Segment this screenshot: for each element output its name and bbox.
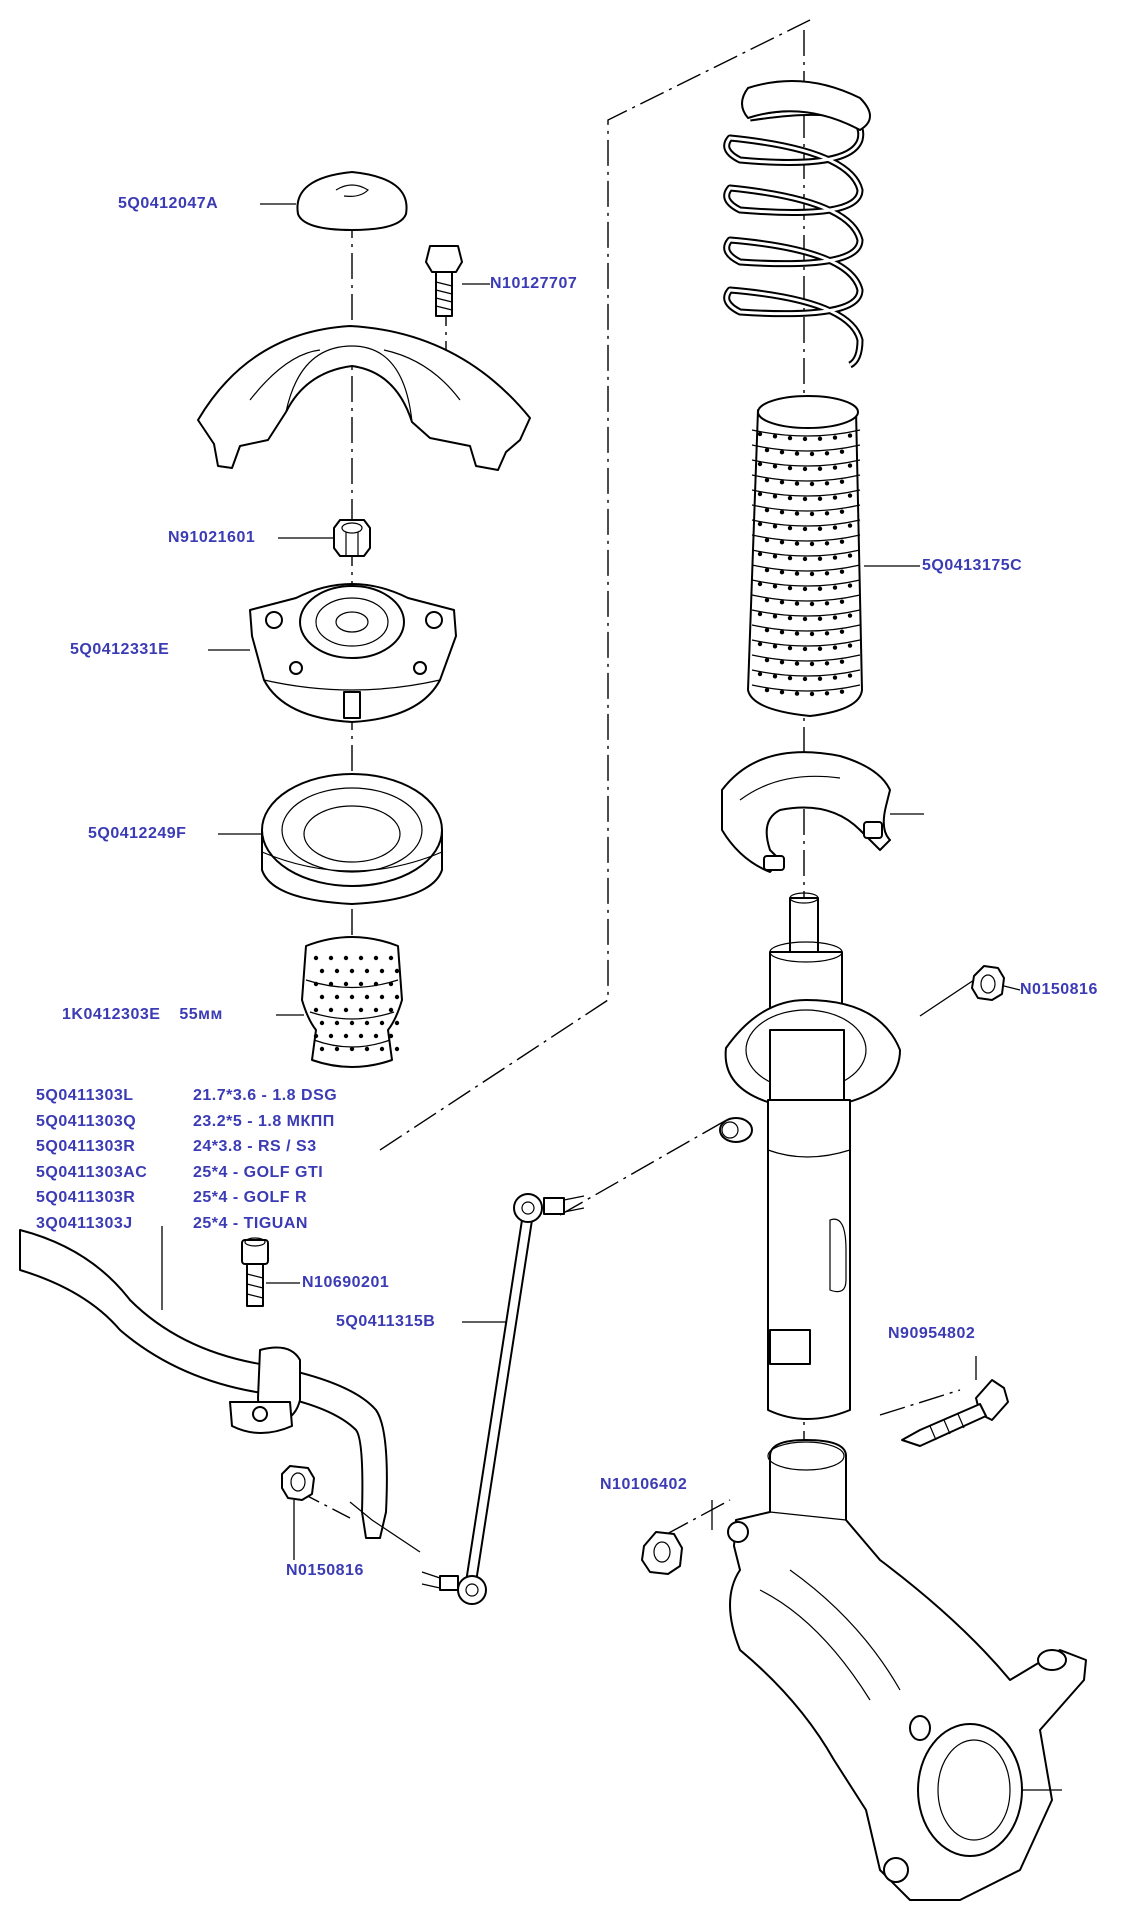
label-top-cap: 5Q0412047A [118, 195, 219, 212]
label-link-rod: 5Q0411315B [336, 1313, 436, 1330]
bearing-part [261, 773, 443, 905]
dust-boot-part [747, 395, 863, 717]
label-bolt-clamp: N10690201 [302, 1274, 390, 1291]
option-spec: 25*4 - GOLF GTI [193, 1163, 324, 1181]
label-dust-boot: 5Q0413175C [922, 557, 1023, 574]
bump-stop-size: 55мм [179, 1006, 223, 1023]
option-code: 5Q0411303R [36, 1189, 136, 1206]
option-spec: 23.2*5 - 1.8 МКПП [193, 1112, 335, 1130]
option-code: 3Q0411303J [36, 1214, 133, 1232]
label-strut-mount: 5Q0412331E [70, 641, 170, 658]
bump-stop-part [301, 936, 403, 1068]
label-nut-bottom: N0150816 [286, 1562, 364, 1579]
spring-seat-part [721, 751, 891, 873]
option-code: 5Q0411303Q [36, 1112, 137, 1130]
label-nut-top: N91021601 [168, 529, 256, 546]
bolt-knuckle-part [901, 1379, 1009, 1447]
stabilizer-options: 5Q0411303L 21.7*3.6 - 1.8 DSG 5Q0411303Q 2… [36, 1083, 337, 1236]
bolt-clamp-part [241, 1237, 269, 1307]
option-spec: 24*3.8 - RS / S3 [193, 1138, 317, 1155]
stabilizer-option-row: 5Q0411303L 21.7*3.6 - 1.8 DSG [36, 1083, 337, 1109]
label-bolt-knuckle: N90954802 [888, 1325, 976, 1342]
stabilizer-option-row: 5Q0411303R 24*3.8 - RS / S3 [36, 1134, 337, 1160]
label-bearing: 5Q0412249F [88, 825, 187, 842]
option-code: 5Q0411303AC [36, 1163, 148, 1181]
link-rod-part [349, 1193, 585, 1605]
label-nut-right: N0150816 [1020, 981, 1098, 998]
nut-bottom-part [281, 1465, 315, 1501]
label-bump-stop: 1K0412303E 55мм [62, 1006, 223, 1024]
option-code: 5Q0411303R [36, 1138, 136, 1155]
nut-knuckle-part [641, 1531, 683, 1575]
bump-stop-code: 1K0412303E [62, 1006, 161, 1023]
stabilizer-bar-part [19, 1229, 388, 1539]
arch-shield-part [197, 325, 531, 471]
leader-lines [161, 203, 1062, 1791]
label-bolt-top: N10127707 [490, 275, 578, 292]
nut-right-part [971, 965, 1005, 1001]
stabilizer-option-row: 5Q0411303R 25*4 - GOLF R [36, 1185, 337, 1211]
stabilizer-option-row: 5Q0411303Q 23.2*5 - 1.8 МКПП [36, 1109, 337, 1135]
stabilizer-option-row: 3Q0411303J 25*4 - TIGUAN [36, 1211, 337, 1237]
label-nut-knuckle: N10106402 [600, 1476, 688, 1493]
stabilizer-option-row: 5Q0411303AC 25*4 - GOLF GTI [36, 1160, 337, 1186]
bolt-top-part [425, 245, 463, 317]
strut-mount-part [249, 583, 457, 723]
option-spec: 21.7*3.6 - 1.8 DSG [193, 1087, 338, 1104]
top-cap-part [296, 171, 408, 231]
nut-top-part [333, 519, 371, 557]
option-spec: 25*4 - TIGUAN [193, 1214, 308, 1232]
coil-spring-part [723, 79, 871, 369]
steering-knuckle-part [727, 1439, 1087, 1901]
option-code: 5Q0411303L [36, 1087, 134, 1104]
shock-absorber-part [719, 892, 901, 1420]
option-spec: 25*4 - GOLF R [193, 1189, 308, 1206]
